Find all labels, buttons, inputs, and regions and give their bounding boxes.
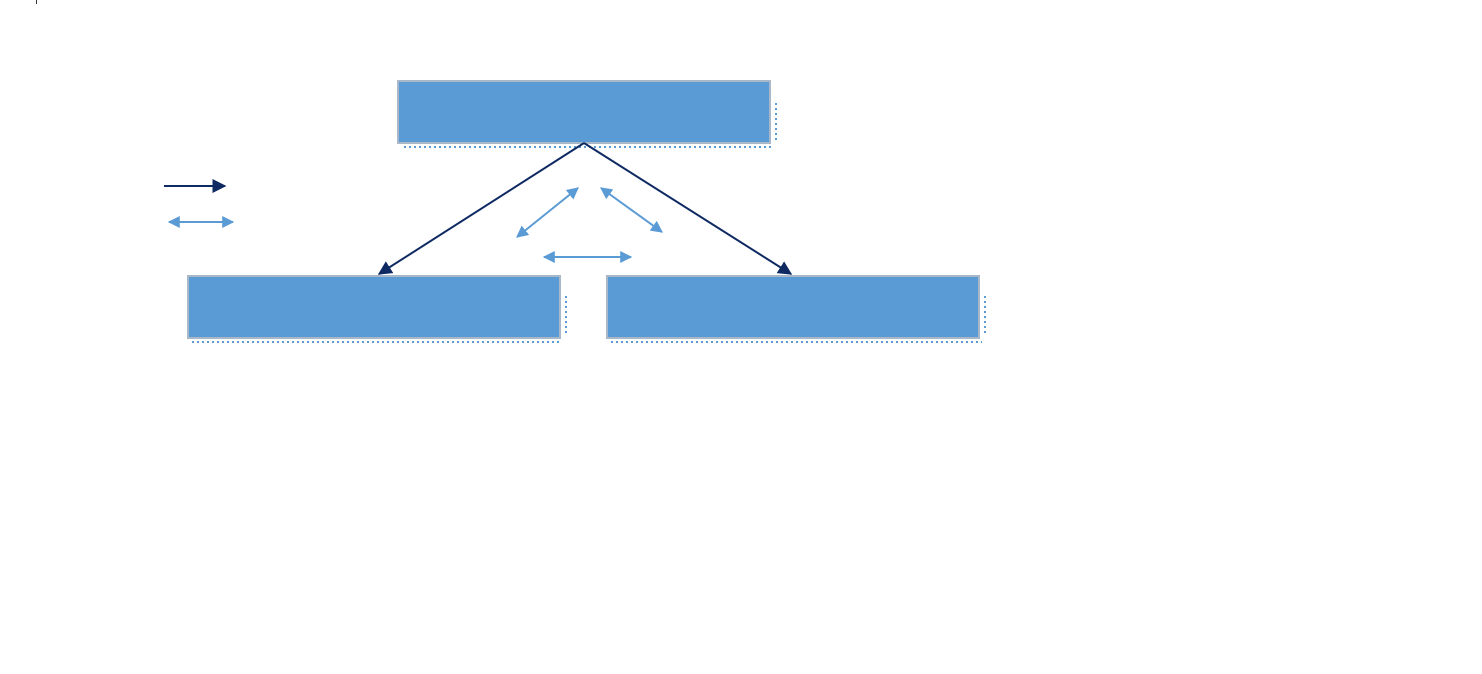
left-box-shadow bbox=[192, 296, 567, 343]
edge-top-to-right-arrow bbox=[583, 142, 793, 275]
corner-tick-mark bbox=[36, 0, 37, 4]
right-box-shadow bbox=[611, 296, 986, 343]
left-box-rect bbox=[187, 275, 561, 339]
node-right-box[interactable] bbox=[606, 275, 986, 343]
relation-top-right-double-arrow bbox=[600, 187, 663, 233]
node-left-box[interactable] bbox=[187, 275, 567, 343]
node-top-box[interactable] bbox=[397, 80, 777, 148]
legend bbox=[164, 179, 235, 228]
right-box-rect bbox=[606, 275, 980, 339]
top-box-rect bbox=[397, 80, 771, 144]
edge-top-to-left-arrow bbox=[377, 142, 585, 275]
relation-top-left-double-arrow bbox=[516, 187, 579, 238]
